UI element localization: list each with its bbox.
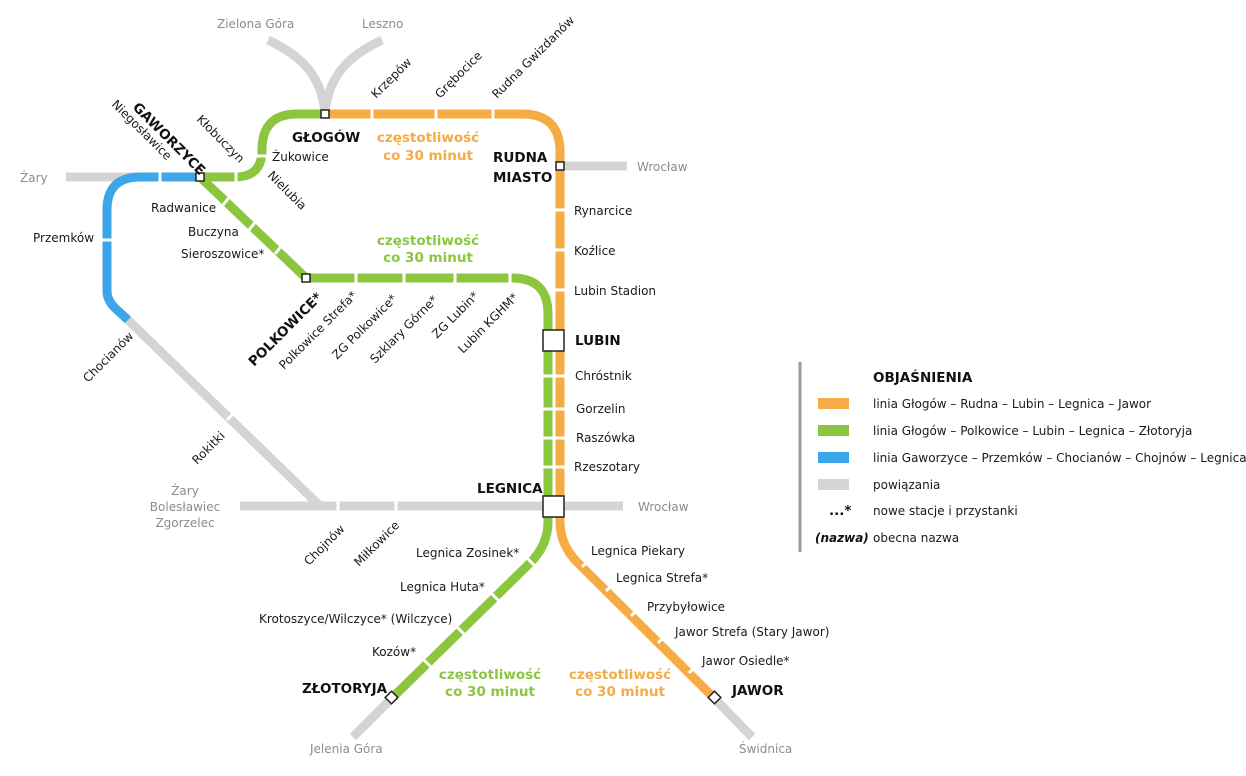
line-green-polkowice-lubin [306, 273, 553, 340]
marker-legnica [542, 495, 565, 518]
label-jawor: JAWOR [731, 683, 784, 699]
line-swidnica [710, 694, 756, 741]
line-jelenia-gora [349, 694, 396, 741]
label-zielona-gora: Zielona Góra [217, 17, 294, 31]
marker-glogow [320, 109, 330, 119]
legend-label-blue: linia Gaworzyce – Przemków – Chocianów –… [873, 451, 1246, 465]
line-blue-gaworzyce-chocianow [102, 172, 200, 324]
freq-glogow-rudna-2: co 30 minut [383, 148, 473, 164]
label-jawor-osiedle: Jawor Osiedle* [701, 654, 790, 668]
label-radwanice: Radwanice [151, 201, 216, 215]
line-green-gaworzyce-polkowice [196, 173, 310, 282]
label-zary-group-1: Żary [171, 483, 199, 498]
label-chojnow: Chojnów [301, 522, 347, 568]
legend-swatch-orange [818, 398, 849, 409]
label-legnica-piekary: Legnica Piekary [591, 544, 685, 558]
label-lubin: LUBIN [575, 333, 621, 349]
label-zukowice: Żukowice [272, 149, 329, 164]
marker-polkowice [301, 273, 311, 283]
label-grebocice: Grębocice [432, 48, 485, 101]
label-rzeszotary: Rzeszotary [574, 460, 640, 474]
label-krzepow: Krzepów [368, 55, 414, 101]
label-rynarcice: Rynarcice [574, 204, 632, 218]
major-station-markers [195, 109, 722, 705]
label-klobuczyn: Kłobuczyn [194, 112, 247, 165]
label-legnica: LEGNICA [477, 481, 543, 497]
label-wroclaw-south: Wrocław [638, 500, 689, 514]
marker-zlotoryja [384, 690, 399, 705]
label-raszowka: Raszówka [576, 431, 635, 445]
freq-zlotoryja-1: częstotliwość [439, 667, 541, 683]
line-zielona-gora [266, 35, 330, 115]
freq-jawor-2: co 30 minut [575, 684, 665, 700]
label-zlotoryja: ZŁOTORYJA [302, 681, 388, 697]
label-legnica-strefa: Legnica Strefa* [616, 571, 708, 585]
freq-polkowice-lubin-1: częstotliwość [377, 233, 479, 249]
marker-gaworzyce [195, 172, 205, 182]
label-legnica-huta: Legnica Huta* [400, 580, 485, 594]
label-lubin-stadion: Lubin Stadion [574, 284, 656, 298]
label-jawor-strefa: Jawor Strefa (Stary Jawor) [674, 625, 829, 639]
freq-polkowice-lubin-2: co 30 minut [383, 250, 473, 266]
legend-swatch-green [818, 425, 849, 436]
legend-new-symbol: ...* [829, 503, 851, 519]
label-gorzelin: Gorzelin [576, 402, 626, 416]
label-przemkow: Przemków [33, 231, 94, 245]
green-lines [196, 109, 553, 702]
line-green-glogow-gaworzyce [200, 109, 325, 182]
label-sieroszowice: Sieroszowice* [181, 247, 264, 261]
legend-label-green: linia Głogów – Polkowice – Lubin – Legni… [873, 424, 1192, 438]
line-chocianow-chojnow [124, 316, 324, 510]
legend-current-label: obecna nazwa [873, 531, 959, 545]
label-rokitki: Rokitki [189, 429, 227, 467]
label-jelenia-gora: Jelenia Góra [309, 742, 383, 756]
label-kozlice: Koźlice [574, 244, 616, 258]
legend-new-label: nowe stacje i przystanki [873, 504, 1018, 518]
label-wroclaw-north: Wrocław [637, 160, 688, 174]
label-chocianow: Chocianów [80, 329, 136, 385]
line-orange-glogow-jawor [325, 109, 718, 702]
label-zary-west: Żary [20, 170, 48, 185]
legend-swatch-gray [818, 479, 849, 490]
label-zary-group-3: Zgorzelec [155, 516, 214, 530]
label-kozow: Kozów* [372, 645, 416, 659]
marker-lubin [542, 329, 565, 352]
legend-label-orange: linia Głogów – Rudna – Lubin – Legnica –… [873, 397, 1151, 411]
label-przybylowice: Przybyłowice [647, 600, 725, 614]
legend: OBJAŚNIENIA linia Głogów – Rudna – Lubin… [798, 362, 1246, 552]
line-leszno [320, 35, 384, 115]
freq-jawor-1: częstotliwość [569, 667, 671, 683]
label-milkowice: Miłkowice [351, 518, 402, 569]
marker-rudna [555, 161, 565, 171]
legend-label-gray: powiązania [873, 478, 940, 492]
label-krotoszyce: Krotoszyce/Wilczyce* (Wilczyce) [259, 612, 452, 626]
label-zary-group-2: Bolesławiec [150, 500, 220, 514]
label-legnica-zosinek: Legnica Zosinek* [416, 546, 519, 560]
marker-jawor [707, 690, 722, 705]
label-rudna-gwizdanow: Rudna Gwizdanów [489, 13, 577, 101]
label-glogow: GŁOGÓW [292, 128, 360, 146]
legend-title: OBJAŚNIENIA [873, 368, 973, 386]
legend-current-symbol: (nazwa) [815, 531, 869, 545]
freq-glogow-rudna-1: częstotliwość [377, 130, 479, 146]
label-buczyna: Buczyna [188, 225, 239, 239]
label-rudna-2: MIASTO [493, 170, 552, 186]
label-rudna-1: RUDNA [493, 150, 548, 166]
label-swidnica: Świdnica [739, 741, 792, 756]
label-nielubia: Nielubia [265, 168, 310, 213]
label-chrostnik: Chróstnik [575, 369, 632, 383]
label-leszno: Leszno [362, 17, 403, 31]
legend-swatch-blue [818, 452, 849, 463]
station-ticks [101, 108, 702, 675]
freq-zlotoryja-2: co 30 minut [445, 684, 535, 700]
